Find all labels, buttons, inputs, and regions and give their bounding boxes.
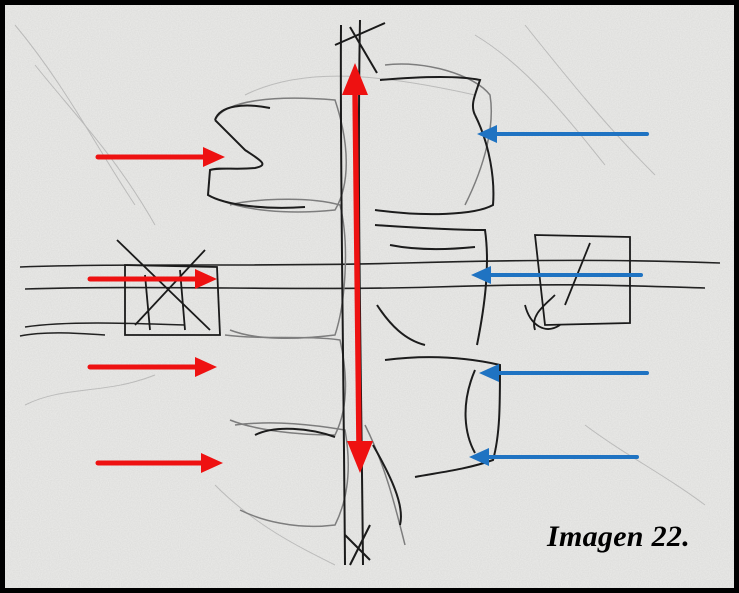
figure-caption: Imagen 22. <box>547 520 690 554</box>
sketch-canvas <box>5 5 734 588</box>
paper-grain <box>5 5 734 588</box>
